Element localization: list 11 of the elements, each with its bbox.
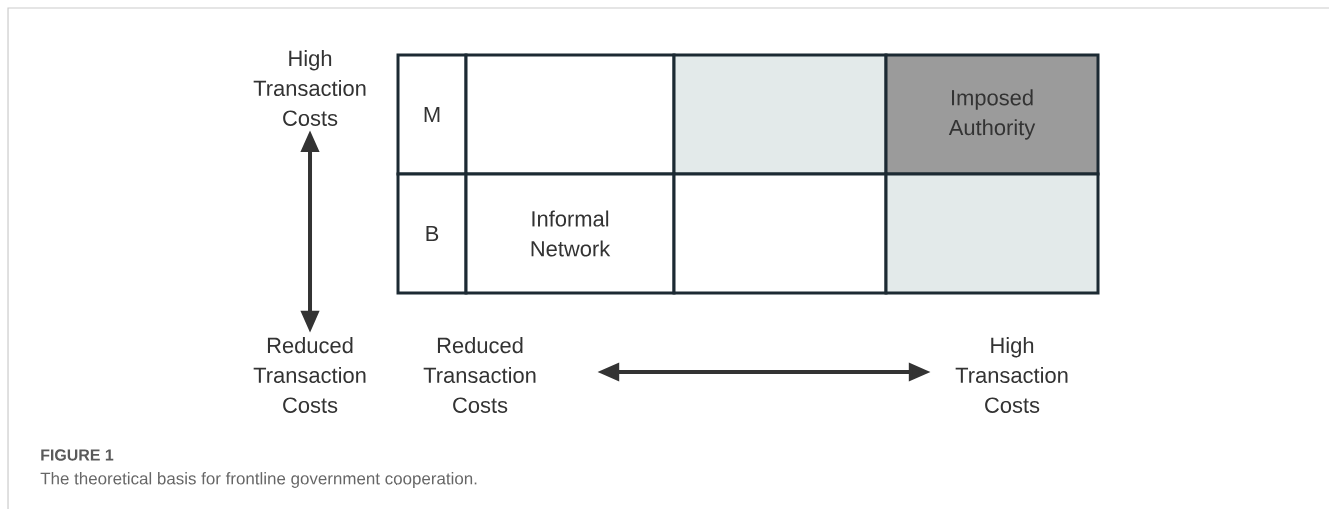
axis-label: High Transaction Costs: [955, 337, 1068, 413]
grid-cell: [884, 172, 1100, 295]
grid-cell: [672, 172, 888, 295]
grid-cell: M: [396, 53, 468, 176]
axis-label: High Transaction Costs: [253, 50, 366, 126]
axis-label: Reduced Transaction Costs: [423, 337, 536, 413]
grid-cell: B: [396, 172, 468, 295]
axis-label: Reduced Transaction Costs: [253, 337, 366, 413]
figure-label: FIGURE 1: [41, 449, 114, 461]
caption: The theoretical basis for frontline government cooperation.: [40, 472, 477, 488]
grid-cell: Imposed Authority: [884, 53, 1100, 176]
